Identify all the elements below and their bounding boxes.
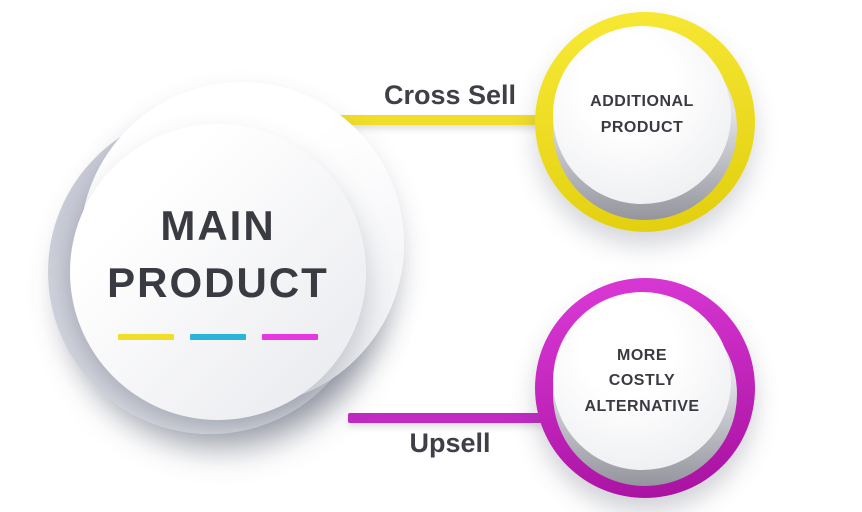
cyan-dash-icon [190, 333, 246, 340]
cross-sell-label: Cross Sell [383, 80, 517, 110]
yellow-dash-icon [118, 333, 174, 340]
main-product-content: MAIN PRODUCT [70, 124, 366, 420]
upsell-connector-line [348, 413, 572, 423]
additional-product-title: ADDITIONAL PRODUCT [590, 93, 694, 136]
main-product-circle [70, 124, 366, 420]
magenta-dash-icon [262, 333, 318, 340]
upsell-label: Upsell [409, 428, 491, 458]
more-costly-alternative-circle: MORE COSTLY ALTERNATIVE [553, 292, 731, 470]
main-product-title: MAIN PRODUCT [107, 202, 329, 306]
cross-sell-connector-line [318, 115, 572, 125]
color-dash-row [118, 333, 318, 340]
additional-product-circle: ADDITIONAL PRODUCT [553, 26, 731, 204]
more-costly-alternative-title: MORE COSTLY ALTERNATIVE [584, 346, 700, 415]
